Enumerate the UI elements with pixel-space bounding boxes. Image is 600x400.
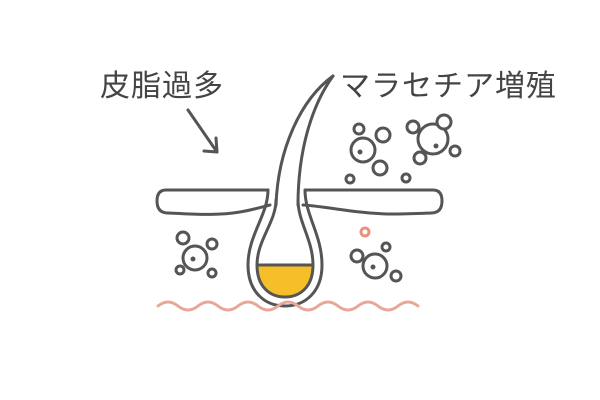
malassezia-cell bbox=[371, 159, 389, 177]
malassezia-cell bbox=[344, 173, 356, 185]
malassezia-cell bbox=[174, 264, 186, 276]
hair-root-outline bbox=[255, 198, 315, 299]
malassezia-cell bbox=[206, 267, 218, 279]
malassezia-cell bbox=[175, 230, 191, 246]
sebum-pool bbox=[257, 266, 313, 297]
skin-surface bbox=[155, 188, 444, 216]
hair-follicle bbox=[246, 188, 324, 308]
malassezia-cell bbox=[435, 113, 453, 131]
malassezia-cell bbox=[405, 119, 421, 135]
malassezia-cell bbox=[205, 237, 219, 251]
malassezia-nucleus bbox=[370, 264, 376, 270]
malassezia-cell bbox=[352, 122, 366, 136]
follicle-outer-wall bbox=[246, 188, 324, 308]
malassezia-cell-accent bbox=[359, 226, 371, 238]
pointer-arrow-icon bbox=[186, 108, 219, 154]
skin-band-left bbox=[155, 188, 272, 216]
malassezia-cell bbox=[400, 172, 412, 184]
malassezia-cell bbox=[448, 144, 462, 158]
malassezia-cell bbox=[349, 248, 365, 264]
malassezia-cluster-lower-left bbox=[174, 230, 219, 279]
malassezia-cell bbox=[412, 150, 428, 166]
arrow-head bbox=[202, 136, 219, 154]
hair-shaft-left-edge bbox=[274, 74, 335, 207]
malassezia-cluster-upper bbox=[344, 113, 462, 185]
arrow-shaft bbox=[186, 108, 219, 154]
malassezia-cell bbox=[374, 126, 392, 144]
hair-shaft bbox=[274, 74, 335, 207]
malassezia-nucleus bbox=[433, 143, 439, 149]
malassezia-cell bbox=[416, 122, 450, 156]
skin-band-right bbox=[301, 188, 444, 216]
dermis-wave-line bbox=[156, 300, 420, 312]
malassezia-nucleus bbox=[190, 256, 196, 262]
malassezia-cell bbox=[389, 269, 403, 283]
hair-shaft-right-edge bbox=[296, 74, 335, 207]
malassezia-cell bbox=[380, 241, 392, 253]
malassezia-growth-label: マラセチア増殖 bbox=[340, 69, 557, 104]
malassezia-nucleus bbox=[357, 149, 363, 155]
malassezia-cluster-lower-right bbox=[349, 226, 403, 283]
malassezia-cell bbox=[349, 136, 377, 164]
excess-sebum-label: 皮脂過多 bbox=[100, 69, 224, 104]
